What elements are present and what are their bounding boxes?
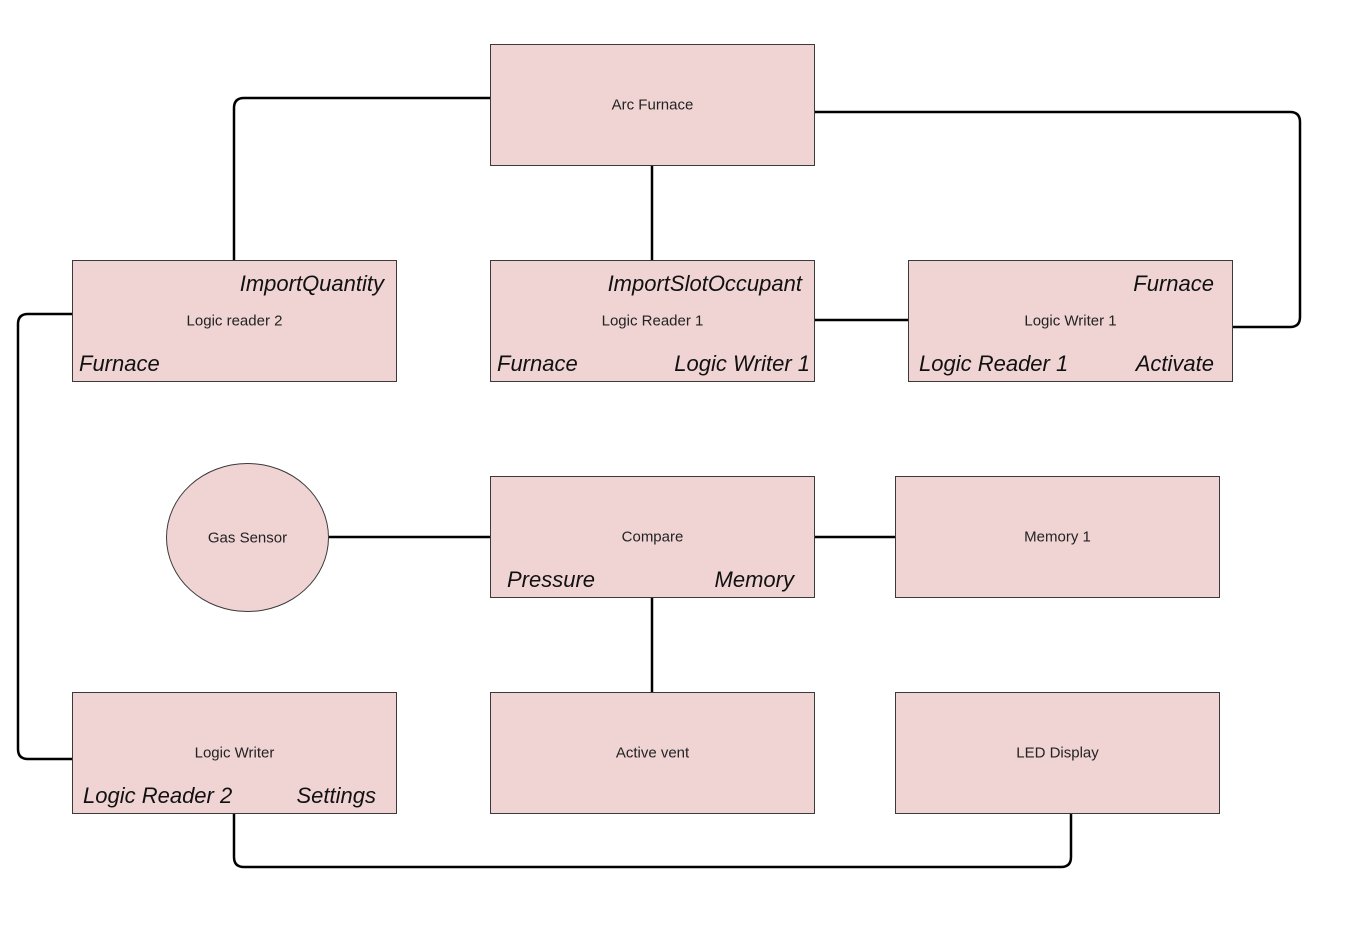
node-logic-writer-1: Logic Writer 1 Furnace Logic Reader 1 Ac… [908, 260, 1233, 382]
node-active-vent: Active vent [490, 692, 815, 814]
node-memory-1: Memory 1 [895, 476, 1220, 598]
node-label: LED Display [1016, 744, 1099, 762]
edge-arc-furnace-to-logic-reader-2 [232, 96, 490, 260]
node-arc-furnace: Arc Furnace [490, 44, 815, 166]
node-label: Gas Sensor [207, 529, 288, 546]
port-label-import-slot-occupant: ImportSlotOccupant [607, 271, 802, 296]
port-label-pressure: Pressure [507, 567, 596, 592]
node-label: Logic reader 2 [186, 312, 283, 330]
node-logic-reader-2: Logic reader 2 ImportQuantity Furnace [72, 260, 397, 382]
port-label-activate: Activate [1135, 351, 1214, 376]
edge-arc-furnace-to-logic-writer-1 [815, 110, 1302, 329]
port-label-import-quantity: ImportQuantity [239, 271, 384, 296]
node-label: Logic Writer 1 [1024, 312, 1117, 330]
node-label: Compare [621, 528, 684, 546]
node-label: Memory 1 [1024, 528, 1091, 546]
node-label: Logic Writer [194, 744, 275, 762]
node-label: Logic Reader 1 [601, 312, 704, 330]
port-label-logic-writer-1: Logic Writer 1 [674, 351, 810, 376]
edge-logic-reader-2-to-logic-writer [16, 312, 72, 761]
port-label-furnace: Furnace [1133, 271, 1214, 296]
port-label-settings: Settings [296, 783, 377, 808]
port-label-furnace: Furnace [497, 351, 578, 376]
node-logic-writer: Logic Writer Logic Reader 2 Settings [72, 692, 397, 814]
node-gas-sensor: Gas Sensor [166, 463, 329, 612]
node-compare: Compare Pressure Memory [490, 476, 815, 598]
edge-logic-writer-to-led-display [232, 814, 1073, 869]
node-logic-reader-1: Logic Reader 1 ImportSlotOccupant Furnac… [490, 260, 815, 382]
node-led-display: LED Display [895, 692, 1220, 814]
node-label: Arc Furnace [611, 96, 694, 114]
port-label-logic-reader-1: Logic Reader 1 [919, 351, 1069, 376]
node-label: Active vent [615, 744, 690, 762]
port-label-logic-reader-2: Logic Reader 2 [83, 783, 233, 808]
port-label-furnace: Furnace [79, 351, 160, 376]
port-label-memory: Memory [714, 567, 794, 592]
